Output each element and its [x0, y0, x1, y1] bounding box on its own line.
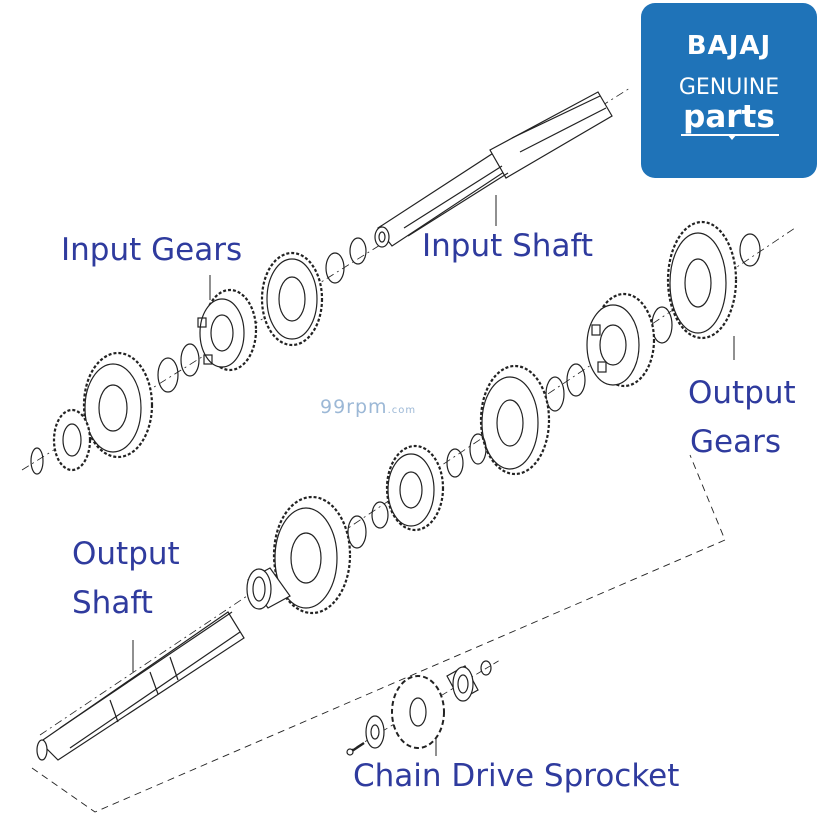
label-chain-drive-sprocket: Chain Drive Sprocket — [353, 758, 680, 794]
label-output-gears-line2: Gears — [690, 424, 781, 460]
output-ring-5 — [446, 448, 464, 478]
input-ring-3 — [180, 343, 200, 377]
input-gear-small — [52, 408, 92, 472]
input-gear-large — [260, 251, 324, 347]
logo-brand: BAJAJ — [686, 31, 772, 61]
label-output-gears-line1: Output — [688, 375, 796, 411]
output-gear-small — [385, 444, 445, 532]
logo-arrow-icon — [727, 134, 737, 140]
input-ring-4 — [157, 357, 179, 393]
logo-genuine: GENUINE — [678, 75, 780, 100]
sprocket-group-outline — [31, 454, 726, 813]
output-bush-1 — [651, 306, 673, 344]
label-input-shaft: Input Shaft — [422, 228, 593, 264]
output-ring-6 — [371, 501, 389, 529]
input-washer — [30, 447, 44, 475]
logo-parts: parts — [683, 99, 775, 135]
output-ring-2 — [566, 363, 586, 397]
output-ring-3 — [545, 376, 565, 412]
label-output-shaft-line1: Output — [72, 536, 180, 572]
output-shaft — [36, 611, 245, 761]
sprocket-bolt — [346, 742, 365, 756]
output-ring-7 — [347, 515, 367, 549]
watermark-main: 99rpm — [320, 396, 388, 418]
output-gear-first — [272, 495, 352, 615]
input-ring-2 — [325, 252, 345, 284]
input-gear-medium — [82, 351, 154, 459]
label-input-gears: Input Gears — [61, 232, 243, 268]
output-bushing — [246, 567, 291, 610]
output-gear-medium — [479, 364, 551, 476]
bajaj-genuine-parts-logo: BAJAJ GENUINE parts — [641, 3, 817, 178]
sprocket-spacer — [446, 665, 479, 702]
output-ring-4 — [469, 433, 487, 465]
output-gear-dog — [586, 292, 656, 388]
output-gear-large — [666, 220, 738, 360]
input-shaft — [374, 91, 613, 248]
output-ring-1 — [739, 233, 761, 267]
input-ring-1 — [349, 237, 367, 265]
watermark: 99rpm.com — [320, 396, 416, 418]
watermark-suffix: .com — [387, 405, 417, 416]
sprocket-lock-plate — [365, 715, 385, 749]
label-output-shaft-line2: Shaft — [72, 585, 153, 621]
input-gear-dog — [197, 288, 258, 372]
sprocket-circlip — [480, 660, 492, 676]
chain-sprocket — [391, 675, 445, 756]
